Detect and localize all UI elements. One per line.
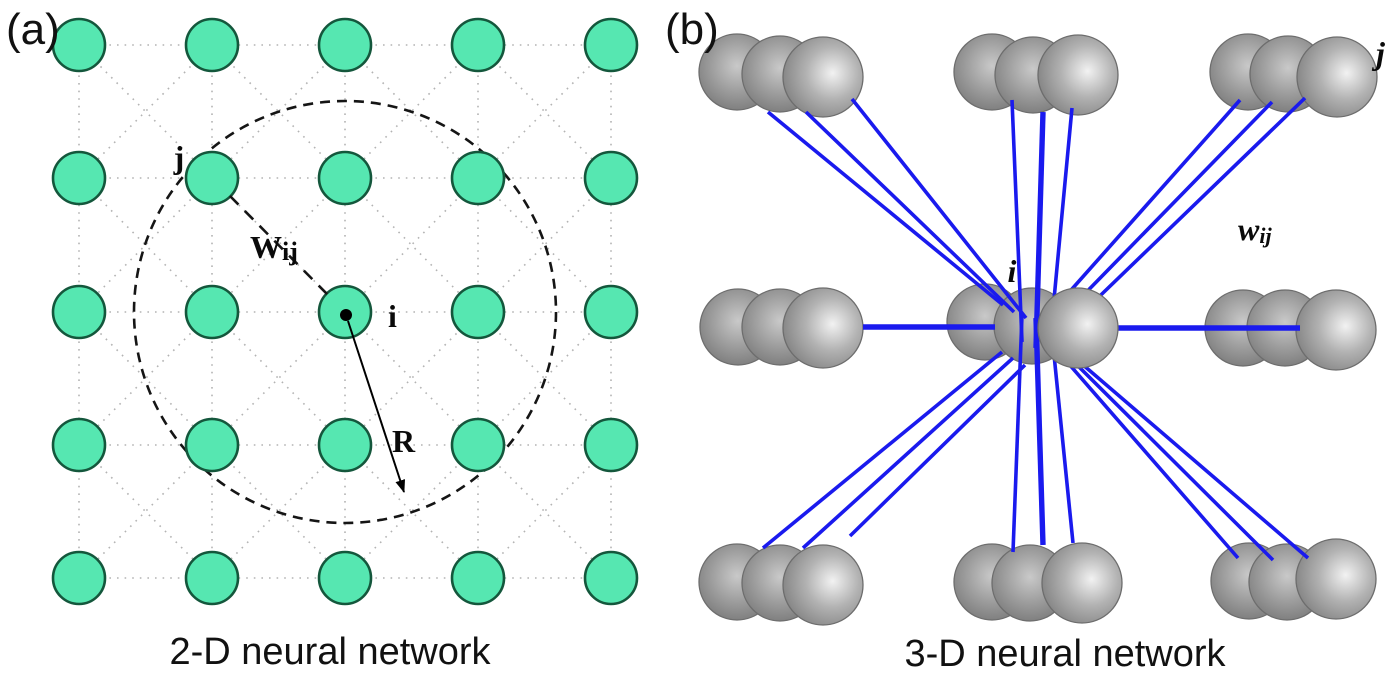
- grid-dotted-line: [211, 444, 346, 579]
- grid-dotted-line: [344, 311, 479, 446]
- synapse-line: [850, 97, 1028, 320]
- neuron-node: [184, 417, 240, 473]
- label-wij: wij: [1238, 211, 1272, 248]
- grid-dotted-line: [344, 444, 479, 579]
- grid-dotted-line: [211, 44, 346, 179]
- neuron-node: [184, 150, 240, 206]
- panel-b-caption: 3-D neural network: [904, 633, 1226, 675]
- grid-dotted-line: [344, 311, 479, 446]
- neuron-node: [184, 284, 240, 340]
- synapse-line: [1011, 314, 1024, 553]
- neuron-node: [450, 150, 506, 206]
- neuron-node: [317, 17, 373, 73]
- neuron-sphere: [1296, 36, 1378, 118]
- synapse-line: [848, 363, 1027, 538]
- neuron-node: [450, 417, 506, 473]
- neuron-node: [583, 284, 639, 340]
- grid-dotted-line: [211, 311, 346, 446]
- neuron-node: [51, 550, 107, 606]
- synapse-line: [1074, 96, 1307, 321]
- neuron-node: [317, 150, 373, 206]
- synapse-line: [804, 110, 1016, 314]
- grid-dotted-line: [477, 177, 612, 313]
- neuron-node: [583, 550, 639, 606]
- panel-b-tag: (b): [665, 5, 719, 54]
- grid-dotted-line: [211, 44, 346, 179]
- panel-3d-svg: i j wij 3-D neural network (b): [665, 5, 1385, 675]
- synapse-line: [1056, 344, 1275, 562]
- radius-arrow: [347, 320, 406, 493]
- wij-connection-line: [229, 195, 330, 297]
- grid-dotted-line: [344, 44, 479, 179]
- neuron-node: [450, 284, 506, 340]
- neuron-node: [317, 550, 373, 606]
- neighborhood-radius-circle: [132, 99, 558, 525]
- panel-a-caption: 2-D neural network: [169, 631, 491, 673]
- grid-dotted-line: [477, 44, 612, 179]
- grid-dotted-line: [78, 311, 213, 446]
- synapse-line: [801, 356, 1015, 550]
- label-j: j: [173, 139, 185, 175]
- grid-dotted-line: [477, 444, 612, 579]
- grid-dotted-line: [211, 177, 346, 313]
- synapse-line: [1046, 338, 1240, 560]
- neuron-node: [583, 150, 639, 206]
- center-neuron-dot: [340, 309, 352, 321]
- synapse-line: [1010, 99, 1024, 343]
- grid-dotted-line: [344, 44, 479, 179]
- synapse-line: [761, 350, 1004, 550]
- neuron-node: [51, 284, 107, 340]
- grid-dotted-line: [78, 44, 213, 179]
- neuron-node: [450, 17, 506, 73]
- neuron-nodes: [51, 17, 639, 606]
- synapse-line: [1066, 350, 1310, 560]
- panel-2d-svg: j Wij i R 2-D neural network (a): [6, 5, 639, 673]
- center-front-sphere: [1037, 287, 1119, 369]
- grid-dotted-line: [78, 311, 213, 446]
- neuron-node: [184, 17, 240, 73]
- grid-dotted-line: [211, 444, 346, 579]
- neuron-node: [51, 150, 107, 206]
- neuron-sphere: [1037, 34, 1119, 116]
- grid-dotted-line: [211, 311, 346, 446]
- synapse-line: [766, 110, 1005, 307]
- grid-dotted-line: [78, 444, 213, 579]
- grid-dotted-line: [344, 444, 479, 579]
- neuron-node: [51, 417, 107, 473]
- neuron-sphere: [1037, 287, 1119, 369]
- grid-dotted-line: [477, 444, 612, 579]
- neuron-node: [450, 550, 506, 606]
- neuron-sphere: [782, 287, 864, 369]
- synapse-line: [1054, 98, 1242, 309]
- label-i: i: [388, 298, 397, 334]
- grid-dotted-line: [78, 44, 213, 179]
- synapse-line: [1033, 111, 1046, 349]
- synapse-line: [1033, 317, 1046, 546]
- neuron-sphere: [782, 36, 864, 118]
- label-r: R: [392, 423, 416, 459]
- neuron-node: [317, 417, 373, 473]
- grid-dotted-line: [78, 177, 213, 313]
- neuron-node: [51, 17, 107, 73]
- neuron-node: [583, 17, 639, 73]
- grid-dotted-line: [477, 311, 612, 446]
- label-wij: Wij: [250, 229, 298, 266]
- grid-dotted-line: [344, 177, 479, 313]
- grid-dotted-line: [78, 177, 213, 313]
- grid-dotted-line: [477, 177, 612, 313]
- neuron-node: [184, 550, 240, 606]
- grid-dotted-line: [477, 311, 612, 446]
- grid-dotted-line: [78, 444, 213, 579]
- neuron-sphere: [782, 544, 864, 626]
- grid-dotted-line: [344, 177, 479, 313]
- neuron-sphere: [1041, 542, 1123, 624]
- synapse-line: [1064, 100, 1274, 315]
- label-i: i: [1008, 253, 1017, 289]
- grid-dotted-line: [477, 44, 612, 179]
- neuron-sphere: [1295, 289, 1377, 371]
- panel-a-tag: (a): [6, 5, 60, 54]
- neuron-sphere: [1295, 538, 1377, 620]
- neuron-node: [583, 417, 639, 473]
